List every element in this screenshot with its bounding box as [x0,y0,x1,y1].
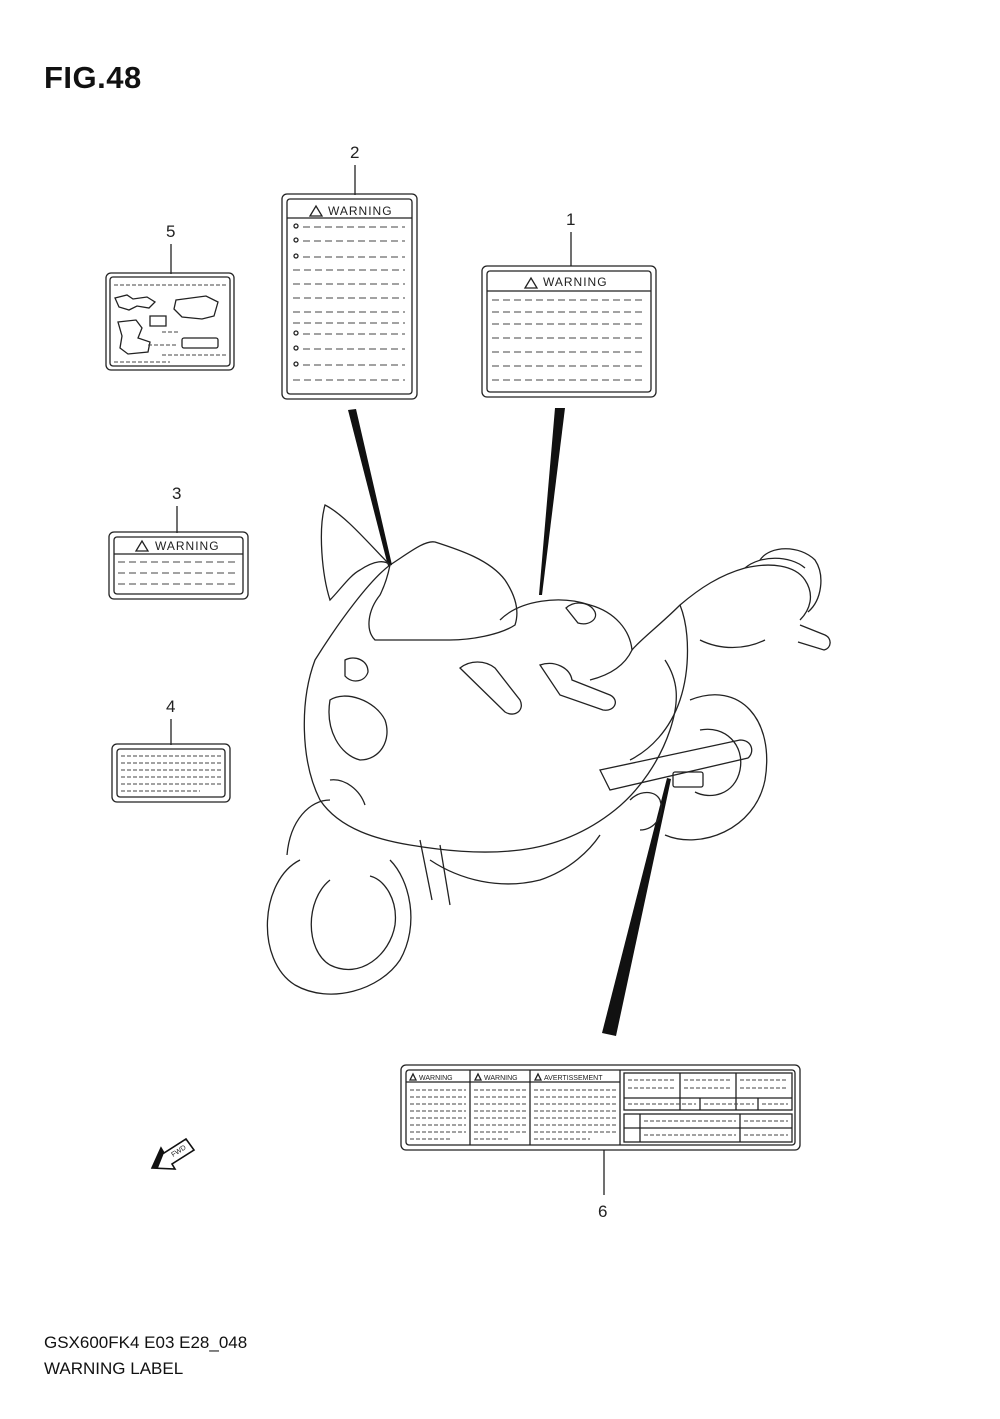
avertissement-heading: AVERTISSEMENT [544,1075,603,1082]
part-1-warning-label[interactable]: 1 WARNING [481,210,657,398]
callout-6: 6 [598,1202,607,1221]
pointer-wedge-part-1 [539,408,565,595]
fwd-arrow-icon: FWD [150,1137,196,1170]
part-4-text-label[interactable]: 4 [111,697,231,803]
part-6-multilingual-label[interactable]: WARNING WARNING AVERTISSEMENT [400,1064,801,1221]
part-3-warning-label[interactable]: 3 WARNING [108,484,249,600]
warning-heading: WARNING [419,1075,453,1082]
callout-1: 1 [566,210,575,229]
callout-3: 3 [172,484,181,503]
callout-4: 4 [166,697,175,716]
callout-2: 2 [350,143,359,162]
pointer-wedge-part-6 [602,778,671,1036]
part-2-warning-label[interactable]: 2 WARNING [281,143,418,400]
callout-5: 5 [166,222,175,241]
warning-heading: WARNING [155,539,220,553]
warning-heading: WARNING [328,204,393,218]
warning-triangle-icon [134,539,150,552]
section-name: WARNING LABEL [44,1359,184,1378]
warning-triangle-icon [408,1072,418,1081]
figure-title: FIG.48 [44,60,142,95]
part-5-diagram-label[interactable]: 5 [105,222,235,371]
model-code: GSX600FK4 E03 E28_048 [44,1333,248,1352]
pointer-wedge-part-2 [348,409,392,566]
warning-triangle-icon [533,1072,543,1081]
warning-triangle-icon [473,1072,483,1081]
warning-heading: WARNING [484,1075,518,1082]
warning-triangle-icon [523,276,539,289]
motorcycle-outline [266,504,831,995]
warning-heading: WARNING [543,275,608,289]
warning-triangle-icon [308,204,324,217]
